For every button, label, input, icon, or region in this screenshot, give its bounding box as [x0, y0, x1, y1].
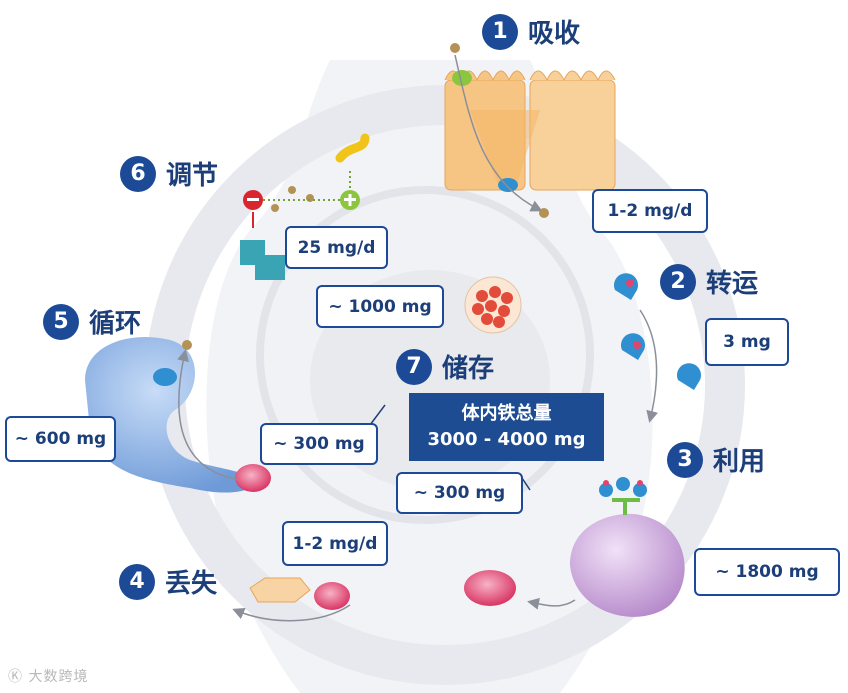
step-1-absorption: 1 吸收 [482, 13, 580, 50]
storage-liver-value: ~ 1000 mg [316, 285, 444, 328]
step-number: 4 [119, 563, 155, 600]
step-number: 1 [482, 13, 518, 50]
step-label: 转运 [706, 269, 759, 299]
step-label: 丢失 [165, 569, 218, 599]
utilization-value: ~ 1800 mg [694, 548, 840, 596]
step-label: 调节 [166, 161, 219, 191]
storage-other-value: ~ 300 mg [396, 472, 523, 514]
total-iron-box: 体内铁总量 3000 - 4000 mg [409, 393, 604, 461]
storage-spleen-value: ~ 300 mg [260, 423, 378, 465]
connector-line [369, 404, 386, 426]
step-label: 储存 [442, 354, 495, 384]
step-3-utilization: 3 利用 [667, 441, 765, 478]
step-6-regulation: 6 调节 [120, 155, 218, 192]
transferrin-icon [614, 273, 701, 390]
iron-dot [182, 340, 192, 350]
step-label: 吸收 [528, 19, 581, 49]
loss-arrow [232, 604, 351, 622]
total-iron-amount: 3000 - 4000 mg [427, 429, 586, 450]
absorption-arrow [454, 54, 543, 212]
shed-cell-icon [249, 577, 311, 603]
step-4-loss: 4 丢失 [119, 563, 217, 600]
total-iron-title: 体内铁总量 [461, 403, 552, 424]
absorption-value: 1-2 mg/d [592, 189, 708, 233]
regulation-icon [240, 133, 370, 280]
iron-dot [450, 43, 460, 53]
regulation-value: 25 mg/d [285, 226, 388, 269]
watermark-text: 大数跨境 [28, 669, 89, 685]
step-7-storage: 7 储存 [396, 348, 494, 385]
step-number: 3 [667, 441, 703, 478]
intestinal-villi-icon [444, 70, 616, 192]
step-5-circulation: 5 循环 [43, 303, 141, 340]
watermark: Ⓚ 大数跨境 [8, 666, 88, 686]
utilization-arrow [527, 597, 576, 610]
loss-value: 1-2 mg/d [282, 521, 388, 566]
step-number: 5 [43, 303, 79, 340]
recycling-arrow [177, 349, 241, 481]
step-number: 6 [120, 155, 156, 192]
watermark-icon: Ⓚ [8, 669, 29, 685]
red-blood-cell-icon [314, 582, 350, 610]
red-blood-cell-icon [464, 570, 516, 606]
step-number: 7 [396, 348, 432, 385]
step-label: 利用 [713, 447, 766, 477]
red-blood-cell-icon [235, 464, 271, 492]
step-label: 循环 [89, 309, 142, 339]
erythroblast-icon [570, 477, 685, 617]
transport-arrow [639, 309, 659, 423]
circulation-value: ~ 600 mg [5, 416, 116, 462]
ferritin-icon [464, 276, 522, 334]
macrophage-icon [85, 336, 260, 493]
iron-dot [539, 208, 549, 218]
step-2-transport: 2 转运 [660, 263, 758, 300]
step-number: 2 [660, 263, 696, 300]
transport-value: 3 mg [705, 318, 789, 366]
